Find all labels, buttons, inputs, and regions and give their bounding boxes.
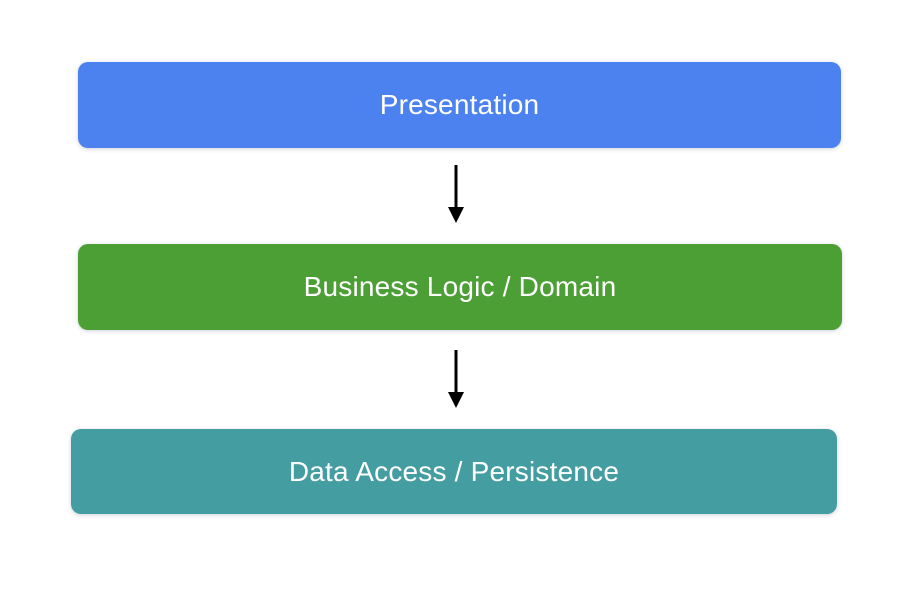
layer-label-data-access: Data Access / Persistence [288, 455, 620, 487]
layer-label-presentation: Presentation [379, 89, 540, 120]
layer-label-business-logic: Business Logic / Domain [303, 271, 617, 302]
arrow-down-icon [448, 350, 464, 408]
arrow-down-icon [448, 165, 464, 223]
layer-box-presentation: Presentation [78, 62, 841, 148]
layer-box-data-access: Data Access / Persistence [71, 429, 837, 514]
layer-box-business-logic: Business Logic / Domain [78, 244, 842, 330]
